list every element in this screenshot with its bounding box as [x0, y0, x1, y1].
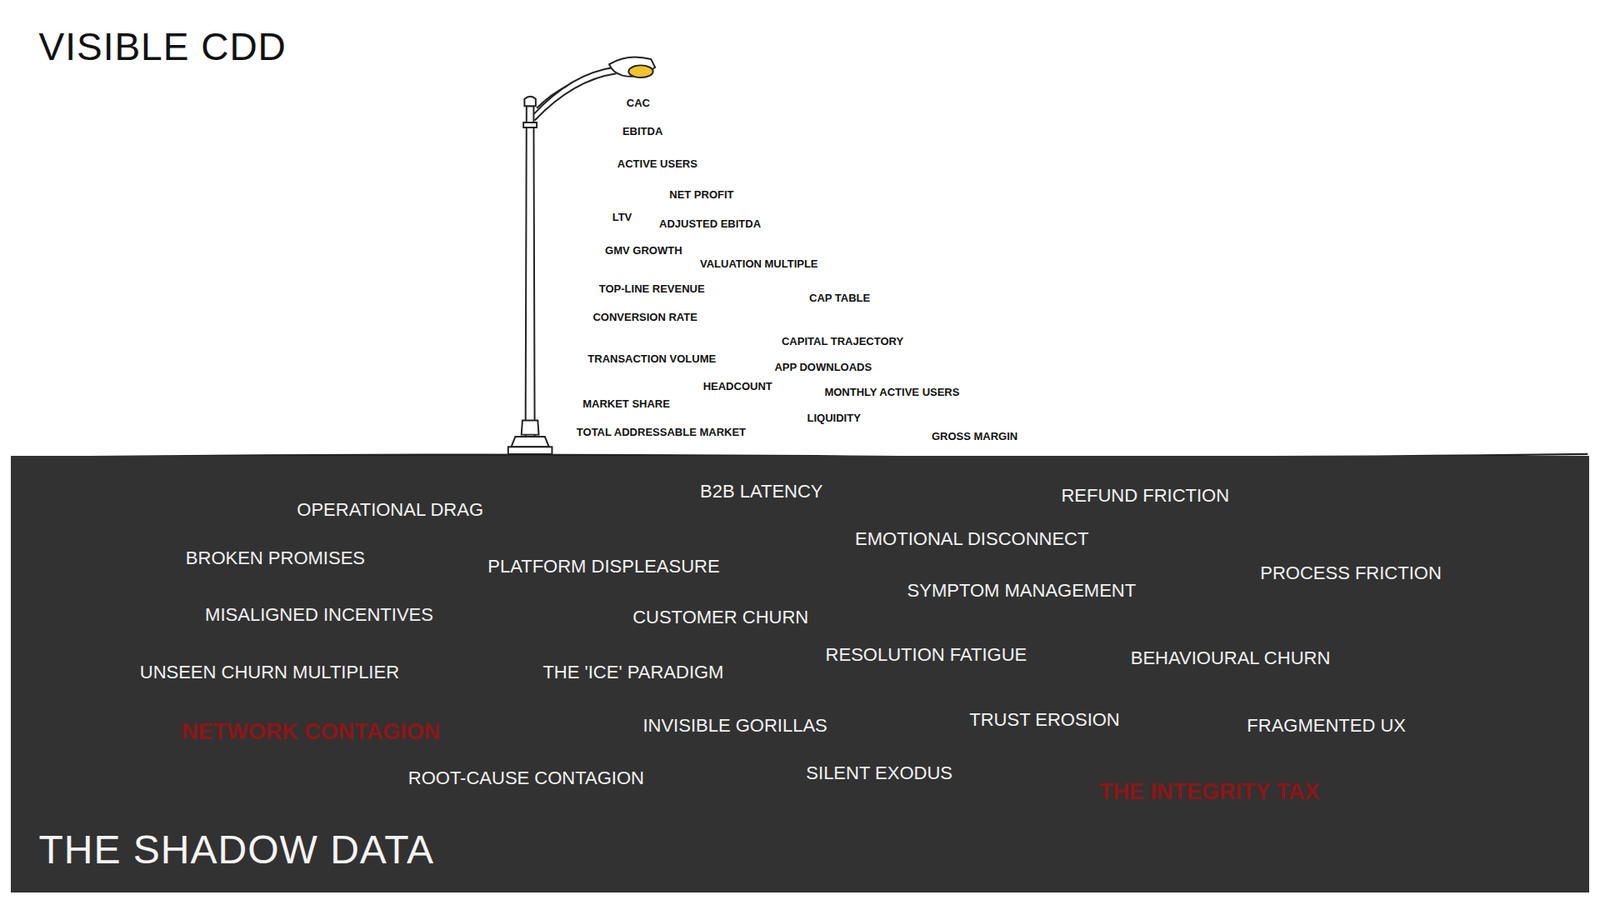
shadow-term: RESOLUTION FATIGUE	[825, 645, 1028, 665]
shadow-term: SILENT EXODUS	[805, 763, 953, 784]
metric-label: TOP-LINE REVENUE	[599, 282, 705, 295]
shadow-ground-band: B2B LATENCY REFUND FRICTION OPERATIONAL DR…	[10, 455, 1589, 893]
metric-label: LTV	[612, 211, 633, 224]
metric-label: EBITDA	[622, 125, 663, 138]
shadow-term: B2B LATENCY	[700, 481, 824, 502]
shadow-term: BROKEN PROMISES	[185, 548, 365, 569]
metric-label: TOTAL ADDRESSABLE MARKET	[576, 426, 746, 439]
shadow-term: THE 'ICE' PARADIGM	[542, 662, 724, 683]
metric-label: HEADCOUNT	[703, 380, 773, 393]
metric-label: GROSS MARGIN	[931, 430, 1018, 443]
page-title: VISIBLE CDD	[39, 25, 287, 69]
metric-label: MONTHLY ACTIVE USERS	[824, 386, 960, 399]
shadow-term: OPERATIONAL DRAG	[296, 500, 484, 520]
shadow-term: CUSTOMER CHURN	[632, 607, 809, 628]
metric-label: LIQUIDITY	[807, 412, 861, 425]
metric-label: MARKET SHARE	[582, 398, 670, 410]
shadow-term: MISALIGNED INCENTIVES	[205, 605, 434, 625]
metric-label: CAP TABLE	[809, 291, 870, 304]
shadow-term: UNSEEN CHURN MULTIPLIER	[140, 662, 400, 683]
shadow-term: ROOT-CAUSE CONTAGION	[408, 768, 645, 789]
metric-label: VALUATION MULTIPLE	[700, 258, 819, 270]
metric-label: GMV GROWTH	[605, 245, 682, 257]
shadow-term: SYMPTOM MANAGEMENT	[907, 580, 1137, 601]
shadow-term: BEHAVIOURAL CHURN	[1130, 648, 1331, 669]
shadow-term: REFUND FRICTION	[1060, 485, 1230, 506]
metric-label: TRANSACTION VOLUME	[587, 353, 716, 365]
metric-label: ADJUSTED EBITDA	[659, 218, 761, 230]
metric-label: CONVERSION RATE	[592, 311, 697, 324]
metric-label: NET PROFIT	[669, 189, 734, 201]
shadow-term: TRUST EROSION	[969, 710, 1120, 730]
shadow-term: PROCESS FRICTION	[1260, 563, 1442, 584]
band-heading: THE SHADOW DATA	[39, 828, 435, 873]
metric-label: CAPITAL TRAJECTORY	[781, 335, 904, 348]
highlight-term: THE INTEGRITY TAX	[1099, 780, 1320, 806]
metric-label: APP DOWNLOADS	[774, 361, 872, 374]
shadow-term: PLATFORM DISPLEASURE	[487, 555, 720, 576]
shadow-term: INVISIBLE GORILLAS	[642, 715, 827, 736]
shadow-term: EMOTIONAL DISCONNECT	[855, 528, 1089, 549]
shadow-term: FRAGMENTED UX	[1246, 715, 1406, 736]
metric-label: CAC	[626, 97, 650, 110]
metric-label: ACTIVE USERS	[617, 158, 698, 170]
highlight-term: NETWORK CONTAGION	[181, 720, 440, 745]
